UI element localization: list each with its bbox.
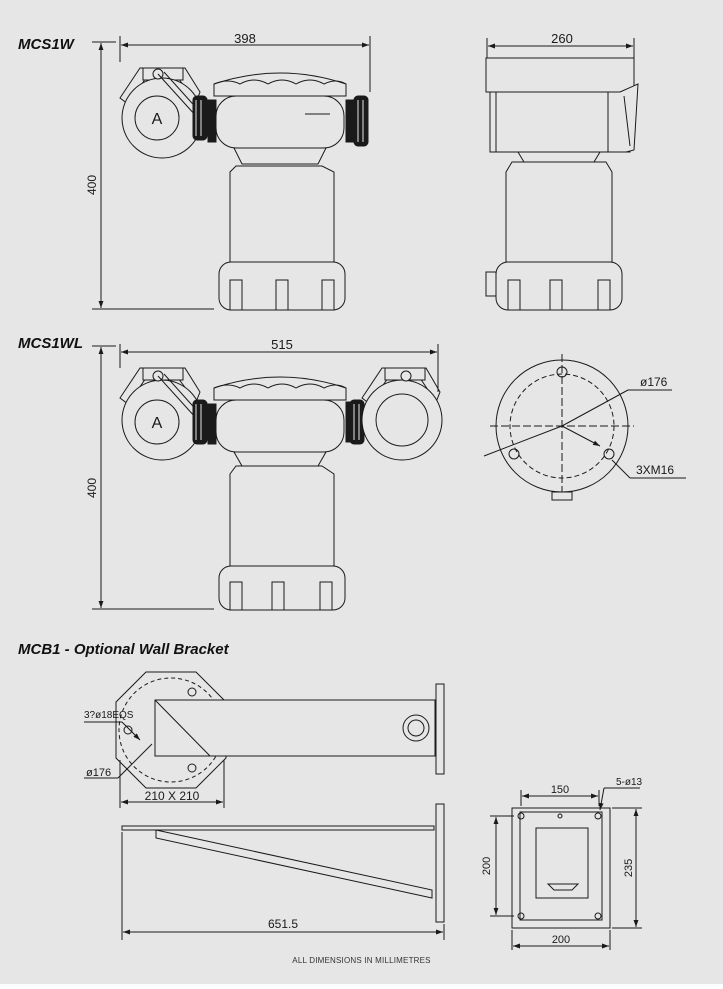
mcs1w-side-view (485, 38, 639, 311)
label-plate-size: 210 X 210 (145, 789, 200, 803)
dim-label-150: 150 (551, 784, 569, 796)
bracket-top-view (84, 671, 445, 808)
bracket-mount-plate-view (490, 787, 642, 950)
dim-label-200-h: 200 (552, 934, 570, 946)
dim-label-400-wl: 400 (85, 478, 99, 498)
dim-label-400-top: 400 (85, 175, 99, 195)
label-mount-holes: 5-ø13 (616, 777, 643, 788)
dim-label-200-v: 200 (481, 857, 493, 875)
bracket-side-view (121, 803, 445, 940)
footer-note: ALL DIMENSIONS IN MILLIMETRES (292, 956, 431, 965)
mcs1wl-front-view (92, 344, 443, 611)
pedestal-body (218, 165, 346, 311)
label-flange-diameter: ø176 (640, 375, 668, 389)
section-title-mcb1: MCB1 - Optional Wall Bracket (18, 641, 229, 658)
pan-tilt-head (207, 72, 369, 165)
dim-label-260: 260 (551, 31, 573, 46)
camera-mark-a-wl: A (152, 415, 163, 432)
camera-housing-left (119, 67, 208, 159)
label-circle-diameter: ø176 (86, 767, 111, 779)
label-flange-holes: 3XM16 (636, 463, 674, 477)
section-title-mcs1w: MCS1W (18, 36, 74, 53)
section-title-mcs1wl: MCS1WL (18, 335, 83, 352)
dim-label-651: 651.5 (268, 917, 298, 931)
dim-label-398: 398 (234, 31, 256, 46)
dim-label-515: 515 (271, 337, 293, 352)
flange-plan-view (483, 354, 686, 501)
mcs1w-front-view: A (92, 36, 371, 311)
camera-mark-a: A (152, 111, 163, 128)
label-hole-spec: 3?ø18EQS (84, 710, 134, 721)
dim-label-235: 235 (623, 859, 635, 877)
